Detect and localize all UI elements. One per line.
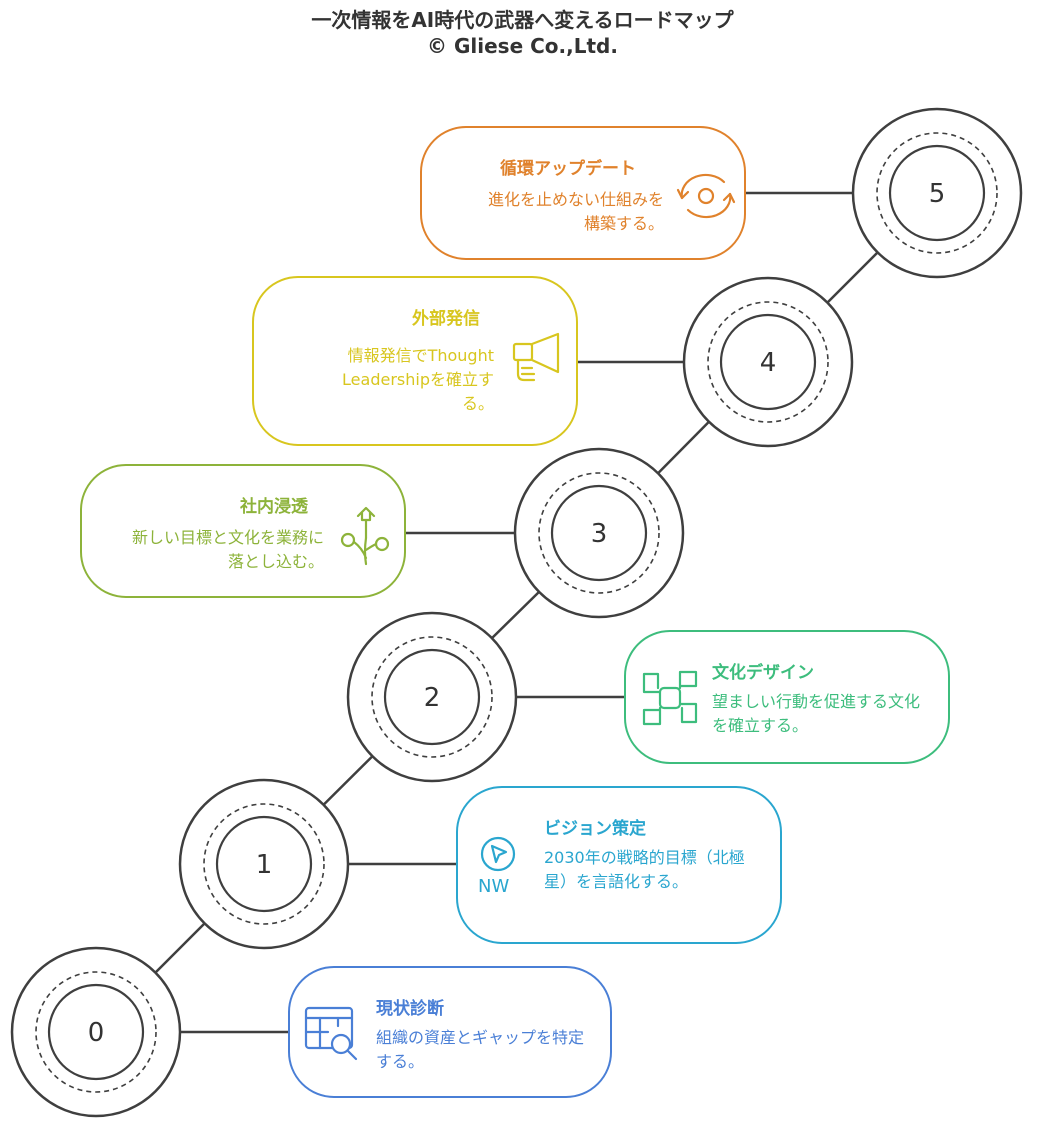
- megaphone-icon: [512, 332, 560, 382]
- step-ring-inner-0: [47, 983, 145, 1081]
- step-ring-inner-2: [383, 648, 481, 746]
- step-title-2: 文化デザイン: [712, 663, 814, 683]
- step-card-5[interactable]: 循環アップデート 進化を止めない仕組みを構築する。: [420, 126, 746, 260]
- copyright: © Gliese Co.,Ltd.: [427, 34, 618, 58]
- step-ring-inner-4: [719, 313, 817, 411]
- step-title-3: 社内浸透: [240, 497, 308, 517]
- step-ring-inner-5: [888, 144, 986, 242]
- links-layer: [154, 191, 879, 1034]
- step-title-1: ビジョン策定: [544, 819, 646, 839]
- step-card-3[interactable]: 社内浸透 新しい目標と文化を業務に落とし込む。: [80, 464, 406, 598]
- diagonal-link-1: [322, 755, 374, 806]
- step-ring-dashed-4: [707, 301, 829, 423]
- step-ring-dashed-5: [876, 132, 998, 254]
- compass-label: NW: [478, 876, 510, 897]
- step-number-1: 1: [256, 850, 273, 880]
- diagonal-link-4: [826, 251, 879, 304]
- step-ring-dashed-1: [203, 803, 325, 925]
- diagonal-link-3: [657, 420, 710, 475]
- step-number-4: 4: [760, 348, 777, 378]
- step-number-3: 3: [591, 519, 608, 549]
- step-ring-dashed-3: [538, 472, 660, 594]
- growth-plant-icon: [340, 506, 390, 566]
- step-card-1[interactable]: ビジョン策定 2030年の戦略的目標（北極星）を言語化する。 NW: [456, 786, 782, 944]
- step-desc-3: 新しい目標と文化を業務に落とし込む。: [131, 528, 324, 571]
- table-search-icon: [304, 1006, 358, 1061]
- step-desc-0: 組織の資産とギャップを特定する。: [376, 1028, 585, 1071]
- step-card-4[interactable]: 外部発信 情報発信でThought Leadershipを確立する。: [252, 276, 578, 446]
- step-title-0: 現状診断: [376, 999, 444, 1019]
- step-number-2: 2: [424, 683, 441, 713]
- diagonal-link-2: [491, 590, 540, 640]
- step-title-4: 外部発信: [412, 309, 480, 329]
- step-desc-2: 望ましい行動を促進する文化を確立する。: [712, 692, 921, 735]
- hands-together-icon: [642, 670, 698, 726]
- step-desc-5: 進化を止めない仕組みを構築する。: [487, 190, 664, 233]
- diagonal-link-0: [154, 922, 206, 974]
- step-ring-inner-3: [550, 484, 648, 582]
- step-ring-inner-1: [215, 815, 313, 913]
- refresh-cycle-icon: [676, 173, 736, 219]
- step-desc-4: 情報発信でThought Leadershipを確立する。: [342, 346, 494, 413]
- page-title: 一次情報をAI時代の武器へ変えるロードマップ: [311, 8, 734, 32]
- step-number-5: 5: [929, 179, 946, 209]
- compass-icon: [480, 836, 516, 872]
- step-card-2[interactable]: 文化デザイン 望ましい行動を促進する文化を確立する。: [624, 630, 950, 764]
- step-number-0: 0: [88, 1018, 105, 1048]
- rings-layer: 0 1 2 3 4 5: [10, 107, 1023, 1118]
- step-card-0[interactable]: 現状診断 組織の資産とギャップを特定する。: [288, 966, 612, 1098]
- step-ring-dashed-2: [371, 636, 493, 758]
- step-desc-1: 2030年の戦略的目標（北極星）を言語化する。: [544, 848, 745, 891]
- step-ring-dashed-0: [35, 971, 157, 1093]
- step-title-5: 循環アップデート: [500, 159, 636, 179]
